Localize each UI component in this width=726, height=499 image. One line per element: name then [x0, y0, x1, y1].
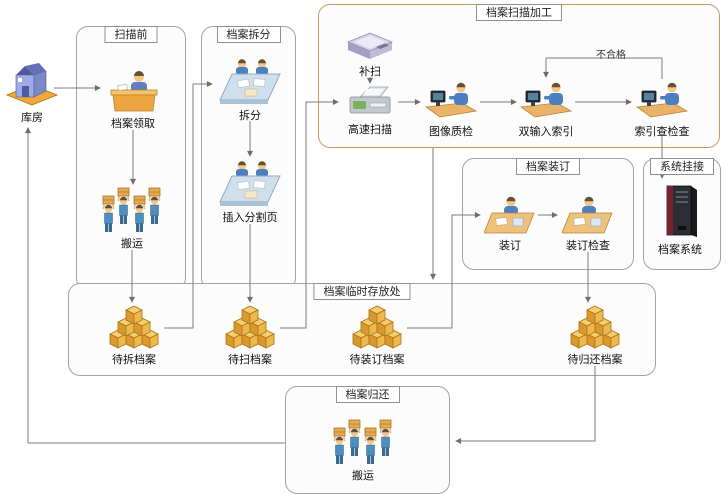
node-label: 待归还档案 — [567, 353, 623, 366]
node-binding: 装订 — [484, 194, 536, 253]
worktable-icon — [218, 56, 282, 106]
node-label: 档案系统 — [658, 243, 702, 256]
boxes-stack-icon — [106, 304, 162, 350]
container-title: 档案归还 — [335, 386, 400, 403]
node-label: 搬运 — [352, 469, 374, 482]
node-image-qc: 图像质检 — [422, 80, 480, 139]
node-label: 待扫档案 — [228, 353, 272, 366]
clerk-desk-icon — [105, 68, 161, 114]
boxes-stack-icon — [349, 304, 405, 350]
node-insert-divider: 插入分割页 — [215, 158, 285, 225]
boxes-stack-icon — [567, 304, 623, 350]
container-title: 档案装订 — [516, 158, 580, 175]
node-label: 插入分割页 — [222, 211, 278, 224]
node-label: 搬运 — [121, 237, 143, 250]
computer-operator-icon — [635, 80, 689, 122]
container-title: 档案扫描加工 — [476, 4, 562, 21]
flatbed-scanner-icon — [344, 26, 396, 62]
node-binding-check: 装订检查 — [560, 194, 616, 253]
node-archive-system: 档案系统 — [656, 182, 704, 257]
node-split: 拆分 — [218, 56, 282, 123]
node-pending-split: 待拆档案 — [106, 304, 162, 367]
node-carry-in: 搬运 — [99, 186, 165, 251]
binding-desk-icon — [484, 194, 536, 236]
arrow-pending-return-to-return — [455, 366, 596, 444]
node-label: 待拆档案 — [112, 353, 156, 366]
binding-desk-icon — [562, 194, 614, 236]
node-label: 拆分 — [239, 109, 261, 122]
boxes-stack-icon — [222, 304, 278, 350]
node-pending-binding: 待装订档案 — [347, 304, 407, 367]
node-rescan: 补扫 — [344, 26, 396, 79]
warehouse-icon — [6, 58, 58, 108]
node-label: 装订 — [499, 239, 521, 252]
porters-icon — [332, 418, 394, 466]
scanner-icon — [344, 84, 396, 120]
container-title: 档案拆分 — [216, 26, 281, 43]
node-double-index: 双输入索引 — [516, 80, 576, 139]
container-title: 档案临时存放处 — [313, 283, 411, 300]
node-label: 双输入索引 — [518, 125, 574, 138]
node-label: 装订检查 — [566, 239, 610, 252]
node-high-speed-scan: 高速扫描 — [340, 84, 400, 137]
unqualified-label: 不合格 — [596, 50, 626, 61]
node-label: 库房 — [21, 111, 43, 124]
node-pending-scan: 待扫档案 — [222, 304, 278, 367]
node-label: 高速扫描 — [348, 123, 392, 136]
node-label: 索引查检查 — [634, 125, 690, 138]
container-title: 系统挂接 — [650, 158, 714, 175]
node-carry-back: 搬运 — [330, 418, 396, 483]
node-receive: 档案领取 — [103, 68, 163, 131]
node-label: 图像质检 — [429, 125, 473, 138]
container-title: 扫描前 — [104, 26, 158, 43]
computer-operator-icon — [424, 80, 478, 122]
node-pending-return: 待归还档案 — [565, 304, 625, 367]
node-index-check: 索引查检查 — [632, 80, 692, 139]
computer-operator-icon — [519, 80, 573, 122]
server-icon — [658, 182, 702, 240]
porters-icon — [101, 186, 163, 234]
node-label: 档案领取 — [111, 117, 155, 130]
node-warehouse: 库房 — [4, 58, 60, 125]
worktable-icon — [218, 158, 282, 208]
node-label: 待装订档案 — [349, 353, 405, 366]
node-label: 补扫 — [359, 65, 381, 78]
